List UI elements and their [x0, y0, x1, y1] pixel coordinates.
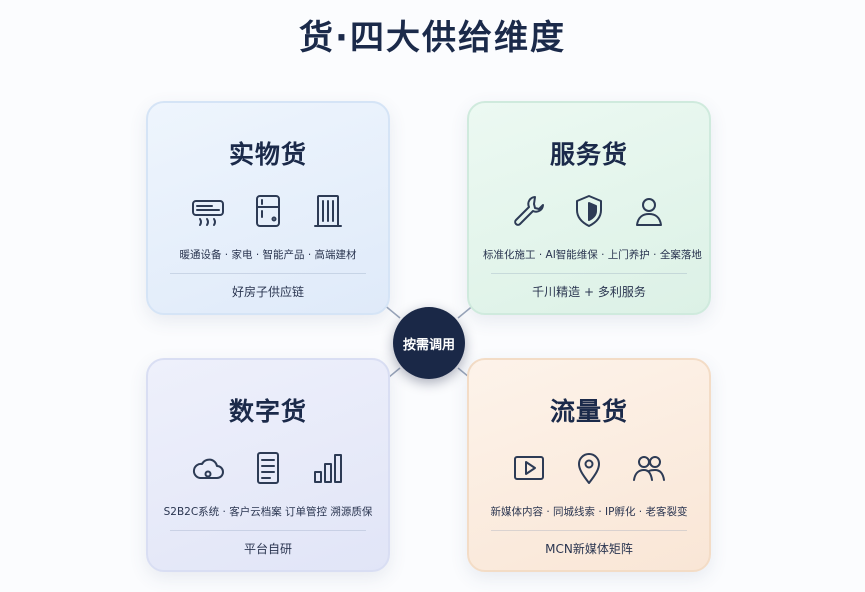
card-subtitle: S2B2C系统 · 客户云档案 订单管控 溯源质保 — [163, 506, 373, 518]
card-service-goods: 服务货 标准化施工 · AI智能维保 · 上门养护 · 全案落地 千川精造 + … — [467, 101, 711, 315]
card-digital-goods: 数字货 S2B2C系统 · 客户云档案 订单管控 溯源质保 — [146, 358, 390, 572]
video-play-icon — [511, 450, 547, 486]
divider — [170, 530, 366, 531]
card-traffic-goods: 流量货 新媒体内容 · 同城线索 · IP孵化 · 老客裂变 MCN新媒体矩阵 — [467, 358, 711, 572]
card-subtitle: 暖通设备 · 家电 · 智能产品 · 高端建材 — [179, 249, 357, 261]
icon-row — [148, 193, 388, 229]
card-subtitle: 新媒体内容 · 同城线索 · IP孵化 · 老客裂变 — [490, 506, 688, 518]
wrench-icon — [511, 193, 547, 229]
divider — [170, 273, 366, 274]
card-title: 实物货 — [228, 140, 307, 169]
shield-icon — [571, 193, 607, 229]
refrigerator-icon — [250, 193, 286, 229]
card-footer: 千川精造 + 多利服务 — [532, 285, 646, 299]
card-physical-goods: 实物货 — [146, 101, 390, 315]
card-title: 数字货 — [228, 397, 307, 426]
card-footer: 好房子供应链 — [231, 285, 304, 299]
icon-row — [469, 193, 709, 229]
divider — [491, 273, 687, 274]
users-icon — [631, 450, 667, 486]
page-title: 货·四大供给维度 — [299, 18, 566, 58]
icon-row — [469, 450, 709, 486]
divider — [491, 530, 687, 531]
card-title: 服务货 — [549, 140, 628, 169]
card-subtitle: 标准化施工 · AI智能维保 · 上门养护 · 全案落地 — [483, 249, 702, 261]
icon-row — [148, 450, 388, 486]
card-footer: 平台自研 — [243, 542, 292, 556]
person-icon — [631, 193, 667, 229]
card-footer: MCN新媒体矩阵 — [545, 542, 633, 556]
center-label: 按需调用 — [402, 337, 455, 353]
bar-chart-icon — [310, 450, 346, 486]
document-icon — [250, 450, 286, 486]
cloud-icon — [190, 450, 226, 486]
air-conditioner-icon — [190, 193, 226, 229]
card-title: 流量货 — [549, 397, 628, 426]
location-pin-icon — [571, 450, 607, 486]
building-icon — [310, 193, 346, 229]
center-hub: 按需调用 — [393, 307, 465, 379]
